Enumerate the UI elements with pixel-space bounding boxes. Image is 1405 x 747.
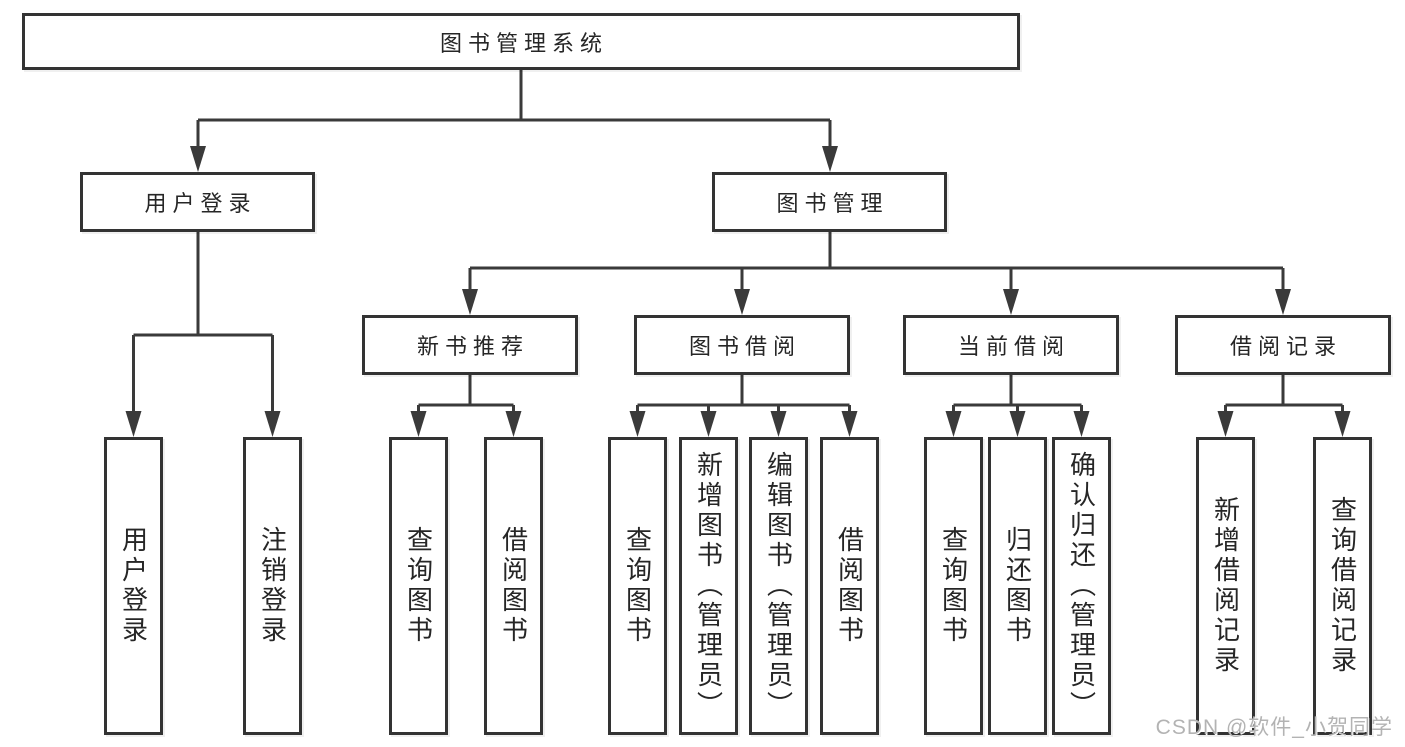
connector-borrow-split: [629, 375, 858, 437]
node-root: 图书管理系统: [22, 13, 1020, 70]
node-borrow-records: 借阅记录: [1175, 315, 1391, 375]
leaf-user-login-label: 用户登录: [118, 526, 149, 646]
leaf-borrow-book: 借阅图书: [820, 437, 879, 735]
leaf-query-book-borrow-label: 查询图书: [622, 526, 653, 646]
connector-current-split: [945, 375, 1090, 437]
node-borrow-records-label: 借阅记录: [1229, 334, 1342, 359]
leaf-query-borrow-record-label: 查询借阅记录: [1327, 496, 1358, 676]
leaf-query-book-current-label: 查询图书: [938, 526, 969, 646]
node-current-borrow: 当前借阅: [903, 315, 1119, 375]
leaf-logout: 注销登录: [243, 437, 302, 735]
watermark: CSDN @软件_小贺同学: [1155, 716, 1393, 739]
connector-user-login-split: [125, 232, 281, 437]
leaf-return-book: 归还图书: [988, 437, 1047, 735]
leaf-query-book-recommend: 查询图书: [389, 437, 448, 735]
leaf-query-book-borrow: 查询图书: [608, 437, 667, 735]
connector-records-split: [1217, 375, 1351, 437]
leaf-add-book-admin-label: 新增图书（管理员）: [693, 451, 724, 721]
node-root-label: 图书管理系统: [439, 30, 608, 56]
leaf-borrow-book-label: 借阅图书: [834, 526, 865, 646]
leaf-query-borrow-record: 查询借阅记录: [1313, 437, 1372, 735]
connector-book-mgmt-split: [462, 232, 1291, 315]
leaf-return-book-label: 归还图书: [1002, 526, 1033, 646]
node-current-borrow-label: 当前借阅: [957, 334, 1070, 359]
node-book-management: 图书管理: [712, 172, 947, 232]
leaf-borrow-book-recommend: 借阅图书: [484, 437, 543, 735]
leaf-edit-book-admin-label: 编辑图书（管理员）: [763, 451, 794, 721]
node-book-management-label: 图书管理: [776, 191, 889, 216]
leaf-logout-label: 注销登录: [257, 526, 288, 646]
node-new-book-recommend-label: 新书推荐: [416, 334, 529, 359]
node-user-login: 用户登录: [80, 172, 315, 232]
leaf-user-login: 用户登录: [104, 437, 163, 735]
node-user-login-label: 用户登录: [144, 191, 257, 216]
leaf-add-borrow-record: 新增借阅记录: [1196, 437, 1255, 735]
node-book-borrow: 图书借阅: [634, 315, 850, 375]
leaf-borrow-book-recommend-label: 借阅图书: [498, 526, 529, 646]
leaf-add-book-admin: 新增图书（管理员）: [679, 437, 738, 735]
leaf-query-book-current: 查询图书: [924, 437, 983, 735]
connector-root-split: [190, 70, 838, 172]
leaf-add-borrow-record-label: 新增借阅记录: [1210, 496, 1241, 676]
leaf-query-book-recommend-label: 查询图书: [403, 526, 434, 646]
leaf-edit-book-admin: 编辑图书（管理员）: [749, 437, 808, 735]
node-new-book-recommend: 新书推荐: [362, 315, 578, 375]
leaf-confirm-return-admin: 确认归还（管理员）: [1052, 437, 1111, 735]
leaf-confirm-return-admin-label: 确认归还（管理员）: [1066, 451, 1097, 721]
node-book-borrow-label: 图书借阅: [688, 334, 801, 359]
connector-new-rec-split: [410, 375, 522, 437]
